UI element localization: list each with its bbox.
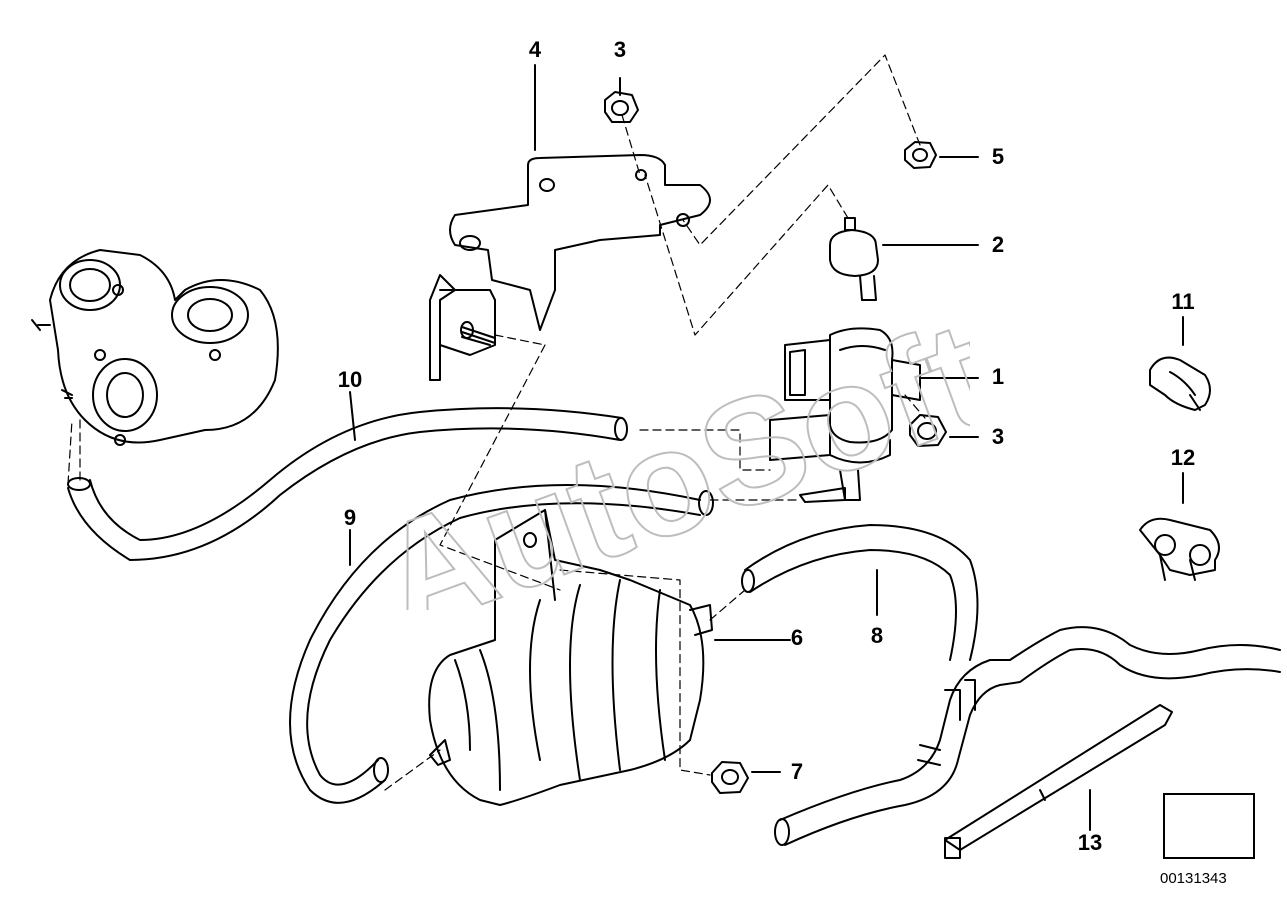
bracket-4 <box>429 154 711 591</box>
leader-10 <box>349 391 356 441</box>
document-id: 00131343 <box>1160 870 1227 887</box>
callout-2: 2 <box>991 232 1005 257</box>
hose-8 <box>741 524 979 661</box>
navigation-button[interactable] <box>1163 793 1255 859</box>
callout-3-lower: 3 <box>991 424 1005 449</box>
cable-tie-13 <box>944 704 1173 859</box>
callout-12: 12 <box>1170 445 1196 470</box>
callout-11: 11 <box>1171 289 1195 314</box>
nut-5 <box>682 54 979 246</box>
turbocharger <box>31 249 279 446</box>
callout-9: 9 <box>343 505 357 530</box>
callout-6: 6 <box>790 625 804 650</box>
filter-2 <box>644 174 979 336</box>
callout-4: 4 <box>528 37 542 62</box>
hose-9 <box>289 484 714 804</box>
nut-3-top <box>604 77 641 176</box>
callout-7: 7 <box>790 759 804 784</box>
hose-10 <box>67 407 628 561</box>
callout-3-top: 3 <box>613 37 627 62</box>
solenoid-valve-1 <box>639 327 979 503</box>
callout-8: 8 <box>870 623 884 648</box>
callout-10: 10 <box>337 367 363 392</box>
clip-12 <box>1139 472 1220 581</box>
nut-3-lower <box>904 394 979 447</box>
vacuum-pipe <box>774 626 1281 846</box>
nut-7 <box>711 761 781 794</box>
clip-11 <box>1149 316 1211 411</box>
vacuum-reservoir-6 <box>384 509 791 806</box>
callout-1: 1 <box>991 364 1005 389</box>
callout-13: 13 <box>1077 830 1103 855</box>
callout-5: 5 <box>991 144 1005 169</box>
